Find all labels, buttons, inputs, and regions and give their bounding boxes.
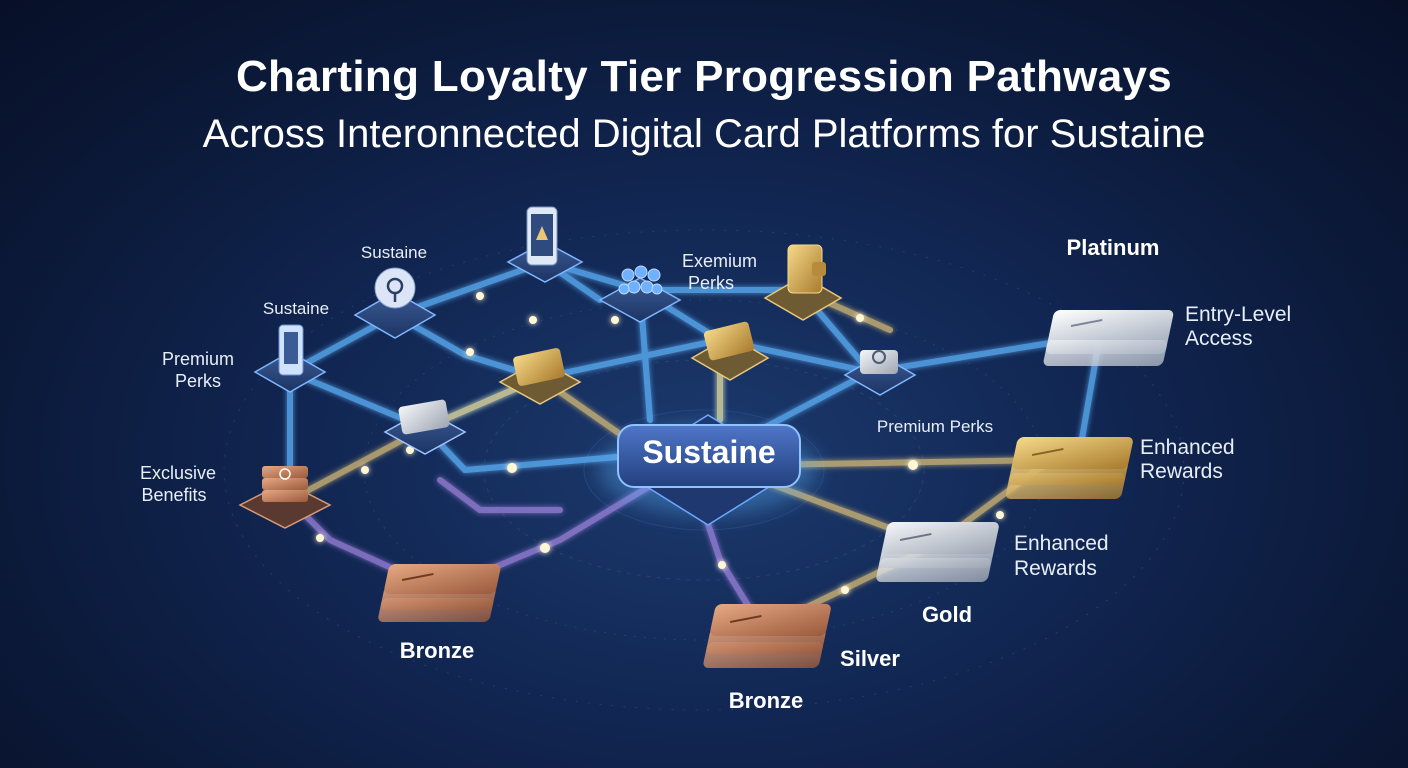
silver-card-node[interactable] (383, 399, 467, 455)
cloud-node[interactable] (353, 267, 437, 339)
path-dots (316, 292, 1004, 594)
bronze-card-stack-bottom[interactable] (702, 604, 832, 668)
label-bronze-left: Bronze (400, 638, 475, 663)
phone-node-left[interactable] (253, 324, 327, 393)
silver-card-stack[interactable] (875, 522, 1000, 582)
bronze-card-stack-left[interactable] (377, 564, 501, 622)
label-premium-perks-left-1: Premium (162, 349, 234, 369)
labels: Sustaine Sustaine Premium Perks Exemium … (140, 235, 1291, 713)
diagram-subtitle: Across Interonnected Digital Card Platfo… (202, 112, 1206, 156)
hub-label: Sustaine (642, 434, 775, 470)
label-silver: Silver (840, 646, 900, 671)
label-gold: Gold (922, 602, 972, 627)
label-platinum: Platinum (1067, 235, 1160, 260)
label-enhanced-rewards-a-1: Enhanced (1140, 436, 1235, 459)
label-exclusive-benefits-1: Exclusive (140, 463, 216, 483)
label-sustaine-left: Sustaine (263, 299, 329, 318)
label-enhanced-rewards-a-2: Rewards (1140, 460, 1223, 483)
label-exclusive-benefits-2: Benefits (141, 485, 206, 505)
platinum-card-stack[interactable] (1042, 310, 1174, 366)
gold-card-node-left[interactable] (498, 347, 582, 405)
gold-card-stack[interactable] (1005, 437, 1134, 499)
card-node-right[interactable] (843, 350, 917, 396)
label-enhanced-rewards-b-1: Enhanced (1014, 532, 1109, 555)
label-bronze-bottom: Bronze (729, 688, 804, 713)
cluster-node[interactable] (598, 265, 682, 323)
wallet-node[interactable] (763, 244, 843, 321)
label-premium-perks-right: Premium Perks (877, 417, 993, 436)
gold-card-node-right[interactable] (690, 321, 770, 381)
cluster-icon (618, 265, 663, 295)
label-exemium-perks-1: Exemium (682, 251, 757, 271)
label-entry-level-1: Entry-Level (1185, 303, 1291, 326)
exclusive-benefits-stack[interactable] (238, 466, 332, 529)
label-enhanced-rewards-b-2: Rewards (1014, 557, 1097, 580)
cloud-icon (374, 267, 416, 309)
sustaine-hub[interactable]: Sustaine (598, 414, 818, 526)
label-exemium-perks-2: Perks (688, 273, 734, 293)
label-entry-level-2: Access (1185, 327, 1253, 350)
label-sustaine-top: Sustaine (361, 243, 427, 262)
mobile-app-node[interactable] (506, 206, 584, 283)
label-premium-perks-left-2: Perks (175, 371, 221, 391)
diagram-title: Charting Loyalty Tier Progression Pathwa… (235, 52, 1173, 101)
